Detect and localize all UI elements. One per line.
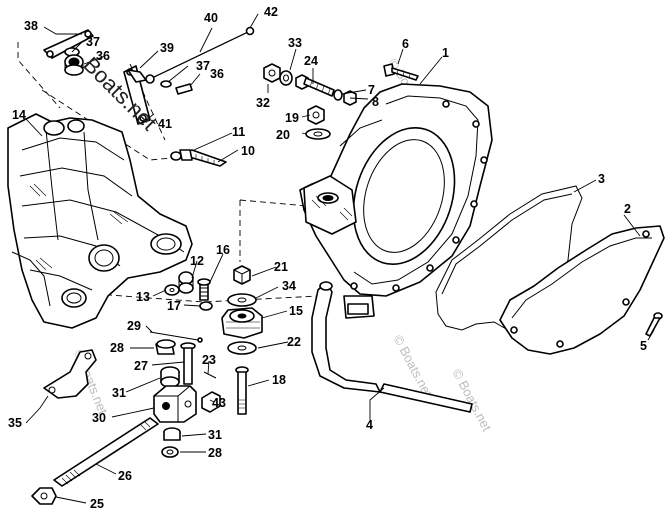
callout-part-38: 38 bbox=[24, 19, 38, 33]
callout-part-39: 39 bbox=[160, 41, 174, 55]
callout-part-30: 30 bbox=[92, 411, 106, 425]
block-part-30 bbox=[153, 385, 197, 423]
callout-part-26: 26 bbox=[118, 469, 132, 483]
washer-part-37-lower bbox=[160, 80, 172, 88]
callout-part-4: 4 bbox=[366, 418, 373, 432]
callout-part-15: 15 bbox=[289, 304, 303, 318]
bolt-part-16 bbox=[197, 278, 211, 301]
link-bracket-part-39 bbox=[123, 65, 151, 125]
callout-part-5: 5 bbox=[640, 339, 647, 353]
nut-part-21 bbox=[233, 265, 251, 285]
washer-part-20 bbox=[305, 128, 331, 140]
bracket-part-35 bbox=[43, 349, 97, 399]
callout-part-43: 43 bbox=[212, 396, 226, 410]
nut-part-32-left bbox=[263, 63, 281, 83]
callout-part-23: 23 bbox=[202, 353, 216, 367]
callout-part-21: 21 bbox=[274, 260, 288, 274]
callout-part-3: 3 bbox=[598, 172, 605, 186]
callout-part-36-upper: 36 bbox=[96, 49, 110, 63]
washer-part-34 bbox=[227, 293, 257, 307]
callout-part-6: 6 bbox=[402, 37, 409, 51]
grommet-part-12 bbox=[178, 271, 194, 294]
shaft-part-26 bbox=[53, 417, 159, 487]
callout-part-22: 22 bbox=[287, 335, 301, 349]
callout-part-37-upper: 37 bbox=[86, 35, 100, 49]
callout-part-34: 34 bbox=[282, 279, 296, 293]
hose-part-4 bbox=[311, 281, 473, 413]
callout-part-40: 40 bbox=[204, 11, 218, 25]
callout-part-41: 41 bbox=[158, 117, 172, 131]
washer-part-33 bbox=[279, 70, 293, 86]
pin-part-29 bbox=[149, 331, 203, 343]
callout-part-35: 35 bbox=[8, 416, 22, 430]
screw-part-23 bbox=[203, 371, 217, 379]
callout-part-1: 1 bbox=[442, 46, 449, 60]
callout-part-7: 7 bbox=[368, 83, 375, 97]
cap-part-43 bbox=[201, 391, 221, 413]
callout-part-20: 20 bbox=[276, 128, 290, 142]
callout-part-2: 2 bbox=[624, 202, 631, 216]
callout-part-10: 10 bbox=[241, 144, 255, 158]
callout-part-28-lower: 28 bbox=[208, 446, 222, 460]
lock-nut-part-36-upper bbox=[64, 54, 84, 76]
callout-part-31-lower: 31 bbox=[208, 428, 222, 442]
washer-part-17 bbox=[199, 301, 213, 311]
callout-part-17: 17 bbox=[167, 299, 181, 313]
callout-part-33: 33 bbox=[288, 36, 302, 50]
swivel-bracket-part-14 bbox=[7, 113, 193, 329]
callout-part-31-upper: 31 bbox=[112, 386, 126, 400]
washer-part-7 bbox=[333, 89, 343, 101]
bushing-part-31-upper bbox=[160, 366, 180, 388]
bolt-part-18 bbox=[235, 366, 249, 415]
stud-part-24 bbox=[303, 77, 335, 97]
housing-part-1 bbox=[299, 83, 493, 319]
nut-part-25 bbox=[31, 487, 57, 505]
bolt-part-28-upper bbox=[155, 339, 176, 355]
bushing-part-31-lower bbox=[163, 427, 181, 441]
bolt-part-27 bbox=[180, 342, 196, 385]
callout-part-42: 42 bbox=[264, 5, 278, 19]
callout-part-36-lower: 36 bbox=[210, 67, 224, 81]
callout-part-12: 12 bbox=[190, 254, 204, 268]
callout-part-37-lower: 37 bbox=[196, 59, 210, 73]
leader-lines bbox=[25, 13, 655, 504]
cover-plate-part-2 bbox=[499, 225, 665, 355]
callout-part-25: 25 bbox=[90, 497, 104, 511]
callout-part-8: 8 bbox=[372, 95, 379, 109]
callout-part-28-upper: 28 bbox=[110, 341, 124, 355]
callout-part-19: 19 bbox=[285, 111, 299, 125]
mount-part-15 bbox=[221, 307, 263, 339]
bolt-part-28-lower bbox=[161, 446, 179, 458]
callout-part-14: 14 bbox=[12, 108, 26, 122]
callout-part-13: 13 bbox=[136, 290, 150, 304]
washer-part-11 bbox=[170, 151, 182, 161]
callout-part-24: 24 bbox=[304, 54, 318, 68]
link-rod-part-40 bbox=[145, 26, 255, 84]
nut-part-19 bbox=[307, 105, 325, 125]
callout-part-16: 16 bbox=[216, 243, 230, 257]
screw-part-6 bbox=[383, 63, 419, 81]
assembly-dashed-lines bbox=[17, 42, 331, 303]
nut-part-36-lower bbox=[175, 83, 193, 95]
bracket-part-38 bbox=[43, 29, 94, 59]
washer-part-22 bbox=[227, 341, 257, 355]
callout-part-29: 29 bbox=[127, 319, 141, 333]
callout-part-27: 27 bbox=[134, 359, 148, 373]
callout-part-11: 11 bbox=[232, 125, 245, 139]
callout-labels: 1 2 3 4 5 6 7 8 10 11 12 13 14 15 16 17 … bbox=[8, 5, 647, 511]
callout-part-18: 18 bbox=[272, 373, 286, 387]
washer-part-13 bbox=[164, 284, 180, 296]
screw-part-5 bbox=[645, 312, 663, 337]
bolt-part-10 bbox=[179, 149, 227, 167]
callout-part-32: 32 bbox=[256, 96, 270, 110]
